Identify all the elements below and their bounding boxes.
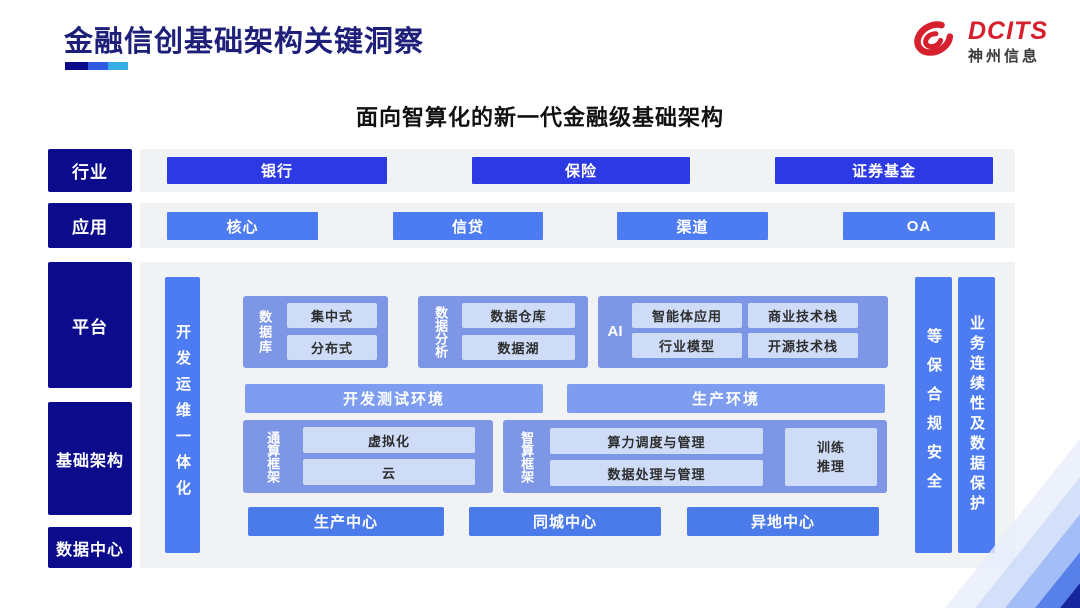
industry-item-bank: 银行 [167,157,387,184]
row-label-application: 应用 [48,203,132,248]
application-item-credit: 信贷 [393,212,543,240]
intelligent-compute-group: 智算框架 算力调度与管理 数据处理与管理 训练 推理 [503,420,887,493]
devops-bar: 开发运维一体化 [165,277,200,553]
logo-brand: DCITS [968,16,1048,45]
application-item-core: 核心 [167,212,318,240]
ai-group-grid: 智能体应用 商业技术栈 行业模型 开源技术栈 [632,303,858,358]
page-title: 金融信创基础架构关键洞察 [64,26,425,58]
database-group: 数据库 集中式 分布式 [243,296,388,368]
intelligent-compute-item-dataproc: 数据处理与管理 [550,460,763,486]
row-label-industry: 行业 [48,149,132,192]
application-strip: 核心 信贷 渠道 OA [140,203,1015,248]
ai-item-agent-app: 智能体应用 [632,303,742,328]
analytics-item-warehouse: 数据仓库 [462,303,575,328]
general-compute-group: 通算框架 虚拟化 云 [243,420,493,493]
application-item-channel: 渠道 [617,212,768,240]
general-compute-item-virtualization: 虚拟化 [303,427,475,453]
accent-segment-mid [88,62,108,70]
analytics-group: 数据分析 数据仓库 数据湖 [418,296,588,368]
application-item-oa: OA [843,212,995,240]
intelligent-compute-item-train-infer: 训练 推理 [785,428,877,486]
center-same-city: 同城中心 [469,507,661,536]
logo-text: DCITS 神州信息 [968,16,1048,65]
analytics-group-label: 数据分析 [433,306,449,358]
row-label-platform: 平台 [48,262,132,388]
industry-item-securities: 证券基金 [775,157,993,184]
business-continuity-bar: 业务连续性及数据保护 [958,277,995,553]
intelligent-compute-item-scheduling: 算力调度与管理 [550,428,763,454]
center-remote: 异地中心 [687,507,879,536]
database-group-label: 数据库 [257,309,273,355]
diagram-title: 面向智算化的新一代金融级基础架构 [355,105,724,130]
environment-dev-test: 开发测试环境 [245,384,543,413]
title-accent-bar [65,62,128,70]
general-compute-item-cloud: 云 [303,459,475,485]
analytics-item-lake: 数据湖 [462,335,575,360]
dcits-swirl-icon [914,21,954,56]
security-compliance-bar: 等保合规安全 [915,277,952,553]
intelligent-compute-label: 智算框架 [519,430,535,483]
industry-item-insurance: 保险 [472,157,690,184]
ai-item-industry-model: 行业模型 [632,333,742,358]
industry-strip: 银行 保险 证券基金 [140,149,1015,192]
ai-item-commercial-stack: 商业技术栈 [748,303,858,328]
platform-panel: 开发运维一体化 数据库 集中式 分布式 数据分析 数据仓库 数据湖 AI 智能体… [140,262,1015,568]
ai-item-open-source-stack: 开源技术栈 [748,333,858,358]
company-logo: DCITS 神州信息 [907,18,1048,64]
devops-bar-label: 开发运维一体化 [174,324,191,506]
ai-group-label: AI [607,322,623,340]
accent-segment-dark [65,62,88,70]
accent-segment-light [108,62,128,70]
row-label-datacenter: 数据中心 [48,527,132,568]
business-continuity-label: 业务连续性及数据保护 [968,315,985,515]
row-label-infrastructure: 基础架构 [48,402,132,515]
logo-company: 神州信息 [968,47,1041,65]
environment-production: 生产环境 [567,384,885,413]
database-item-centralized: 集中式 [287,303,377,328]
center-production: 生产中心 [248,507,444,536]
security-compliance-label: 等保合规安全 [925,328,942,502]
database-item-distributed: 分布式 [287,335,377,360]
ai-group: AI 智能体应用 商业技术栈 行业模型 开源技术栈 [598,296,888,368]
general-compute-label: 通算框架 [265,430,281,483]
